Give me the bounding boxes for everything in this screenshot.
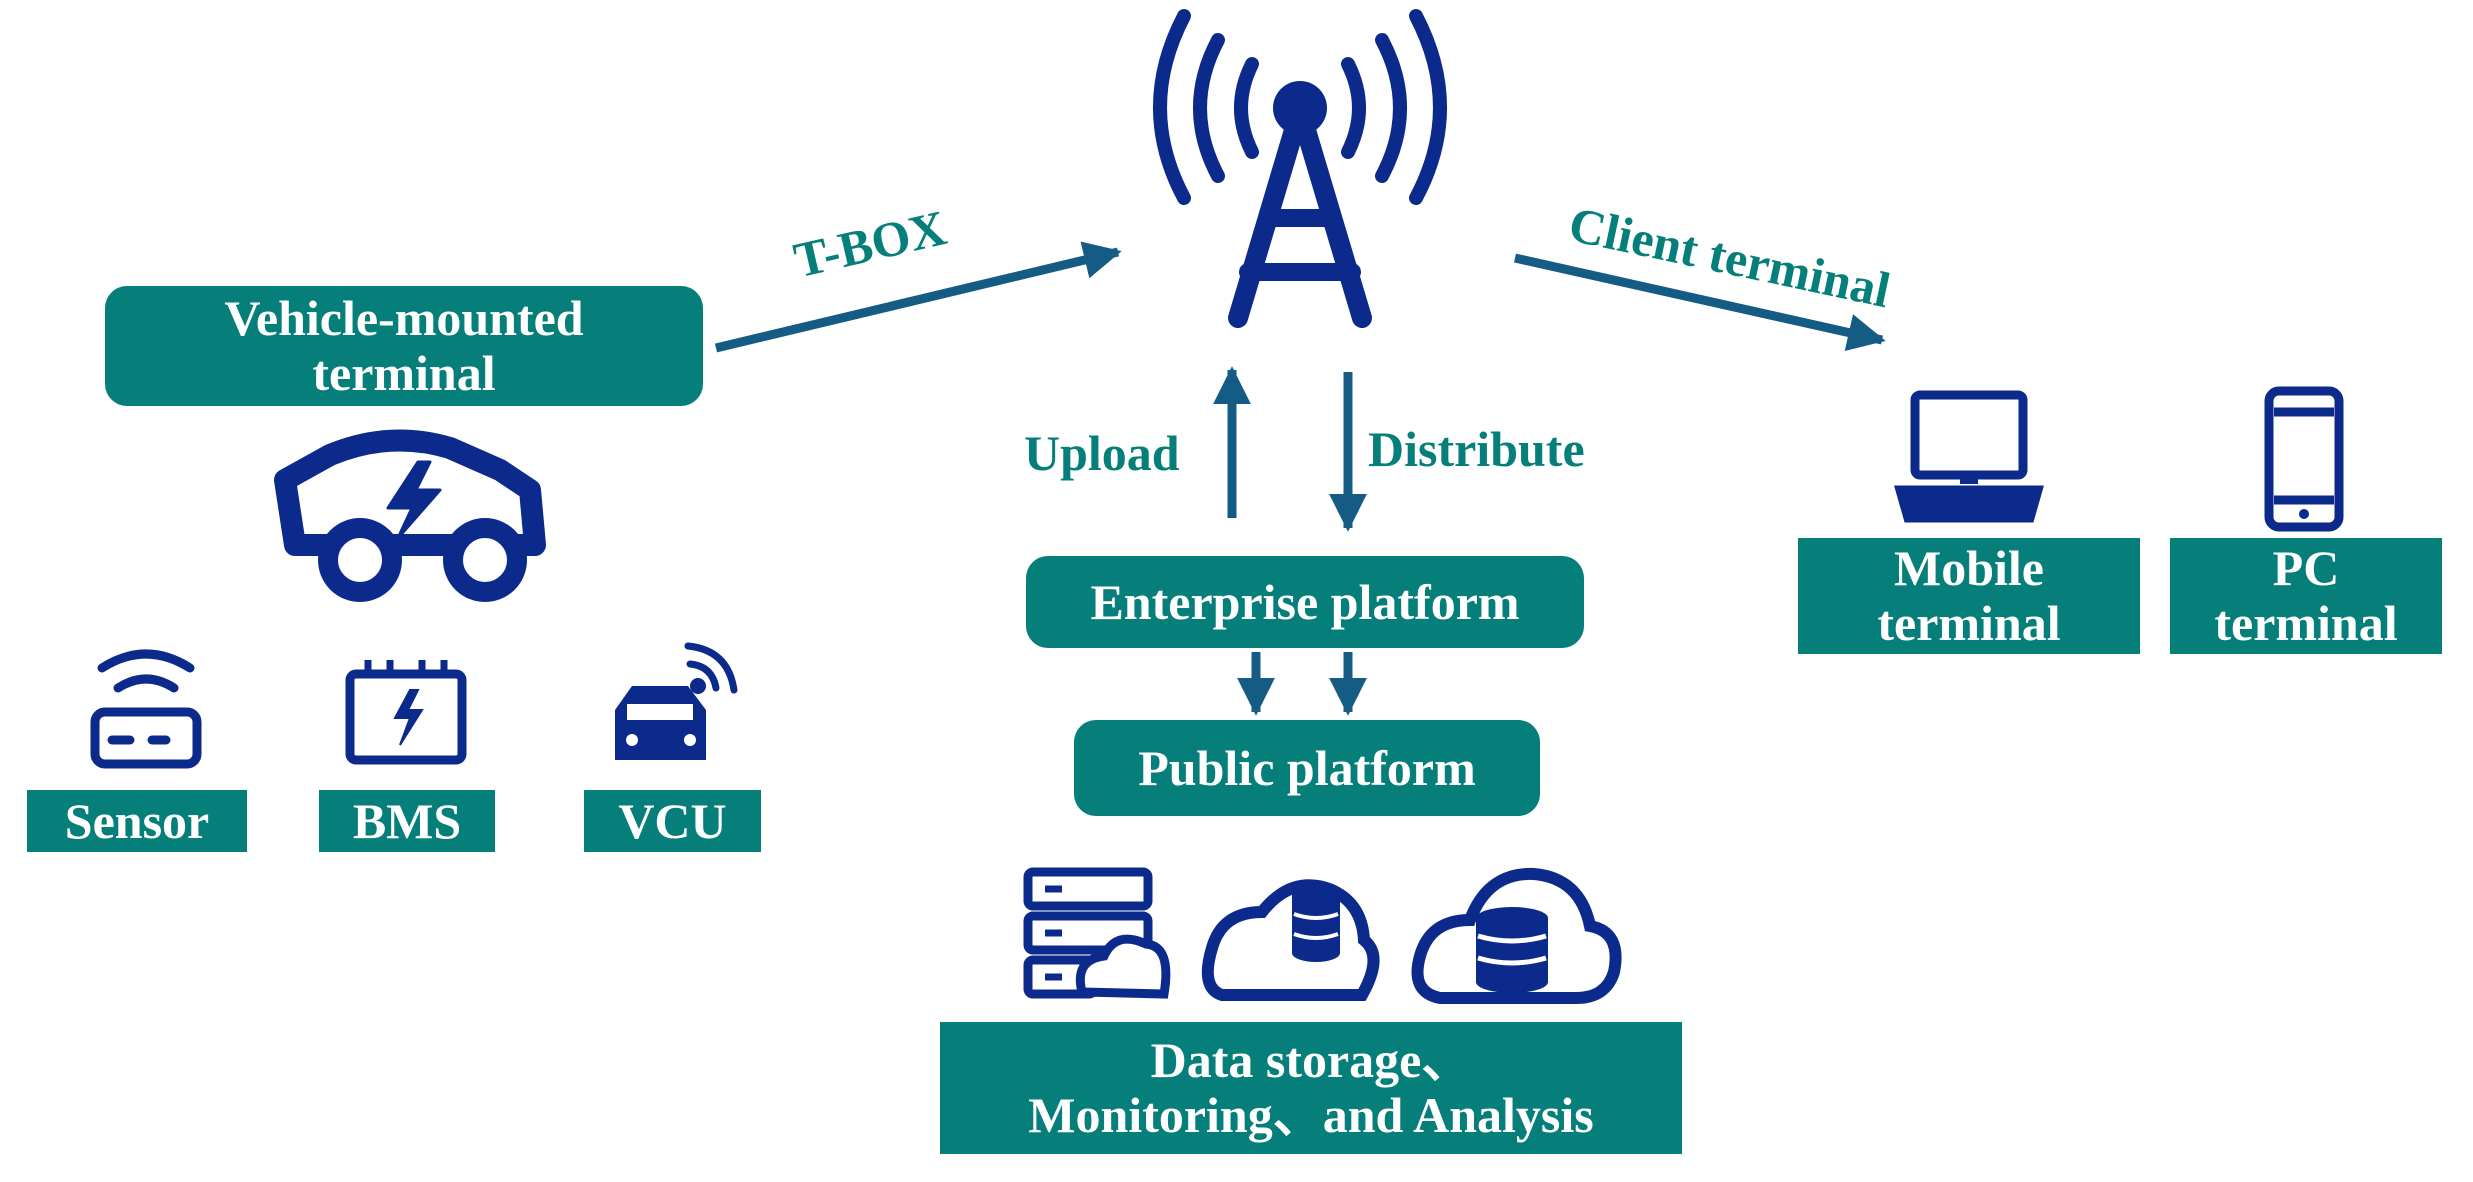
public-platform-box: Public platform xyxy=(1074,720,1540,816)
data-storage-box: Data storage、 Monitoring、and Analysis xyxy=(940,1022,1682,1154)
sensor-box: Sensor xyxy=(27,790,247,852)
battery-chip-icon xyxy=(345,660,467,765)
cloud-storage-icon xyxy=(1411,867,1622,1004)
laptop-icon xyxy=(1894,390,2044,523)
tbox-arrow xyxy=(714,241,1122,353)
pc-terminal-box: PC terminal xyxy=(2170,538,2442,654)
server-cloud-icon xyxy=(1023,867,1171,999)
client-terminal-arrow xyxy=(1514,253,1886,352)
distribute-label: Distribute xyxy=(1368,421,1585,477)
vcu-label: VCU xyxy=(618,792,727,849)
smartphone-icon xyxy=(2264,386,2344,532)
cloud-database-icon xyxy=(1201,879,1380,1001)
vehicle-terminal-line2: terminal xyxy=(312,345,496,401)
upload-label: Upload xyxy=(1024,425,1180,481)
connected-car-icon xyxy=(615,642,738,760)
enterprise-platform-box: Enterprise platform xyxy=(1026,556,1584,648)
bms-box: BMS xyxy=(319,790,495,852)
sensor-label: Sensor xyxy=(64,792,210,849)
enterprise-platform-label: Enterprise platform xyxy=(1090,573,1520,630)
signal-tower-icon xyxy=(1153,9,1447,328)
mobile-terminal-line2: terminal xyxy=(1877,595,2061,651)
electric-car-icon xyxy=(274,429,546,602)
pc-terminal-line2: terminal xyxy=(2214,595,2398,651)
vehicle-terminal-line1: Vehicle-mounted xyxy=(224,290,584,346)
mobile-terminal-line1: Mobile xyxy=(1894,540,2044,596)
public-platform-label: Public platform xyxy=(1138,739,1476,796)
mobile-terminal-box: Mobile terminal xyxy=(1798,538,2140,654)
sensor-router-icon xyxy=(90,649,202,769)
pc-terminal-line1: PC xyxy=(2272,540,2340,596)
vehicle-terminal-box: Vehicle-mounted terminal xyxy=(105,286,703,406)
data-storage-line2: Monitoring、and Analysis xyxy=(1028,1087,1594,1143)
data-storage-line1: Data storage、 xyxy=(1150,1032,1472,1088)
bms-label: BMS xyxy=(352,792,462,849)
vcu-box: VCU xyxy=(584,790,761,852)
